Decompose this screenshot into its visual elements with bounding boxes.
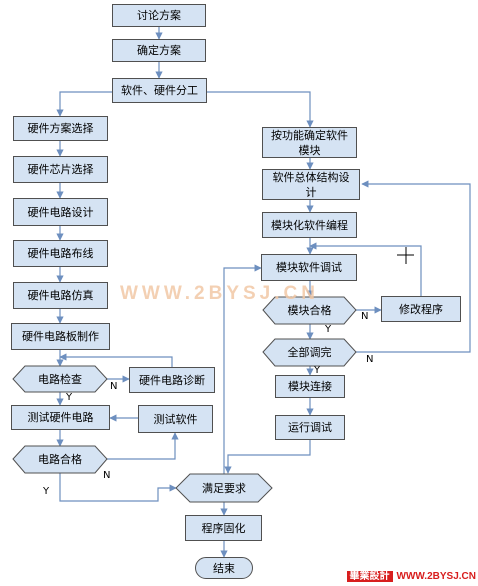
node-test-hw-label: 测试硬件电路 bbox=[27, 411, 94, 424]
node-sw-arch-label-1: 软件总体结构设 bbox=[272, 170, 350, 184]
node-test-sw-label: 测试软件 bbox=[153, 412, 198, 426]
decision-circuit-check[interactable]: 电路检查 bbox=[25, 366, 95, 392]
node-end-label: 结束 bbox=[213, 561, 235, 575]
edge-split-hardware bbox=[56, 91, 114, 117]
node-run-debug-label: 运行调试 bbox=[288, 421, 332, 434]
edge-label-n-module: N bbox=[361, 311, 369, 322]
node-module-connect-label: 模块连接 bbox=[288, 380, 332, 393]
node-hw-circuit-design-label: 硬件电路设计 bbox=[27, 205, 94, 219]
node-hw-chip-label: 硬件芯片选择 bbox=[27, 163, 94, 176]
node-hw-circuit-design[interactable]: 硬件电路设计 bbox=[13, 198, 108, 226]
node-sw-module[interactable]: 按功能确定软件 模块 bbox=[262, 127, 357, 158]
edge-label-n-check: N bbox=[110, 381, 118, 392]
node-hw-board-label: 硬件电路板制作 bbox=[22, 330, 99, 343]
edge-split-software bbox=[205, 91, 314, 128]
node-hw-layout-label: 硬件电路布线 bbox=[27, 247, 94, 260]
node-modular-prog[interactable]: 模块化软件编程 bbox=[262, 212, 357, 238]
decision-meets[interactable]: 满足要求 bbox=[190, 474, 258, 502]
node-confirm-label: 确定方案 bbox=[137, 44, 181, 57]
node-sw-module-label-1: 按功能确定软件 bbox=[271, 128, 348, 142]
node-sw-module-label-2: 模块 bbox=[298, 143, 321, 157]
edge-diag-back bbox=[59, 353, 173, 367]
node-solidify-label: 程序固化 bbox=[201, 521, 246, 535]
decision-all-debug-shape bbox=[262, 338, 357, 367]
footer-url[interactable]: WWW.2BYSJ.CN bbox=[396, 571, 476, 582]
edge-label-n-all: N bbox=[366, 354, 374, 365]
decision-module-ok-shape bbox=[262, 296, 357, 325]
edge-label-y-module: Y bbox=[325, 324, 332, 335]
node-hw-layout[interactable]: 硬件电路布线 bbox=[13, 240, 108, 267]
node-end[interactable]: 结束 bbox=[195, 557, 253, 579]
footer-brand: 畢業設計 bbox=[346, 571, 393, 582]
decision-meets-shape bbox=[175, 473, 273, 503]
edge-ok-testsw bbox=[107, 432, 179, 460]
edge-run-meets bbox=[224, 440, 311, 474]
node-discuss[interactable]: 讨论方案 bbox=[112, 4, 206, 27]
node-hw-diag-label: 硬件电路诊断 bbox=[139, 373, 205, 387]
node-hw-sim[interactable]: 硬件电路仿真 bbox=[13, 282, 108, 309]
node-module-connect[interactable]: 模块连接 bbox=[275, 375, 345, 398]
decision-circuit-ok-label: 电路合格 bbox=[38, 453, 82, 466]
node-confirm[interactable]: 确定方案 bbox=[112, 39, 206, 62]
decision-all-debug-label: 全部调完 bbox=[287, 346, 332, 359]
node-modify-prog[interactable]: 修改程序 bbox=[381, 296, 461, 322]
decision-module-ok-label: 模块合格 bbox=[287, 304, 332, 317]
edge-label-y-all: Y bbox=[314, 365, 321, 376]
edge-modify-back bbox=[309, 242, 422, 296]
decision-module-ok[interactable]: 模块合格 bbox=[275, 297, 344, 324]
node-test-sw[interactable]: 测试软件 bbox=[138, 405, 213, 433]
node-test-hw[interactable]: 测试硬件电路 bbox=[11, 405, 110, 430]
decision-meets-label: 满足要求 bbox=[202, 481, 246, 495]
node-split[interactable]: 软件、硬件分工 bbox=[112, 78, 207, 103]
node-module-debug-label: 模块软件调试 bbox=[276, 261, 342, 274]
node-hw-board[interactable]: 硬件电路板制作 bbox=[11, 323, 110, 350]
node-split-label: 软件、硬件分工 bbox=[121, 84, 198, 97]
watermark: WWW.2BYSJ.CN bbox=[120, 283, 319, 304]
node-hw-scheme-label: 硬件方案选择 bbox=[27, 122, 94, 135]
decision-circuit-check-shape bbox=[12, 365, 108, 393]
edge-meets-back bbox=[223, 264, 262, 474]
node-hw-scheme[interactable]: 硬件方案选择 bbox=[13, 116, 108, 141]
node-solidify[interactable]: 程序固化 bbox=[185, 515, 262, 541]
node-sw-arch[interactable]: 软件总体结构设 计 bbox=[262, 169, 360, 200]
edge-ok-meets bbox=[59, 473, 177, 502]
edge-label-n-hw-ok: N bbox=[103, 470, 111, 481]
decision-all-debug[interactable]: 全部调完 bbox=[275, 339, 344, 366]
edge-label-y-check: Y bbox=[66, 392, 73, 403]
edge-all-back bbox=[356, 180, 471, 353]
decision-circuit-ok-shape bbox=[12, 445, 108, 474]
edge-label-y-hw-ok: Y bbox=[43, 486, 50, 497]
node-run-debug[interactable]: 运行调试 bbox=[275, 415, 345, 440]
node-hw-chip[interactable]: 硬件芯片选择 bbox=[13, 156, 108, 183]
decision-circuit-ok[interactable]: 电路合格 bbox=[25, 446, 95, 473]
node-discuss-label: 讨论方案 bbox=[137, 9, 181, 22]
node-modular-prog-label: 模块化软件编程 bbox=[271, 218, 348, 232]
node-modify-prog-label: 修改程序 bbox=[399, 302, 443, 316]
decision-circuit-check-label: 电路检查 bbox=[38, 372, 82, 386]
node-module-debug[interactable]: 模块软件调试 bbox=[261, 254, 357, 281]
node-sw-arch-label-2: 计 bbox=[305, 185, 317, 199]
node-hw-diag[interactable]: 硬件电路诊断 bbox=[129, 367, 215, 393]
crosshair-cursor-icon bbox=[397, 247, 414, 264]
node-hw-sim-label: 硬件电路仿真 bbox=[27, 289, 94, 302]
